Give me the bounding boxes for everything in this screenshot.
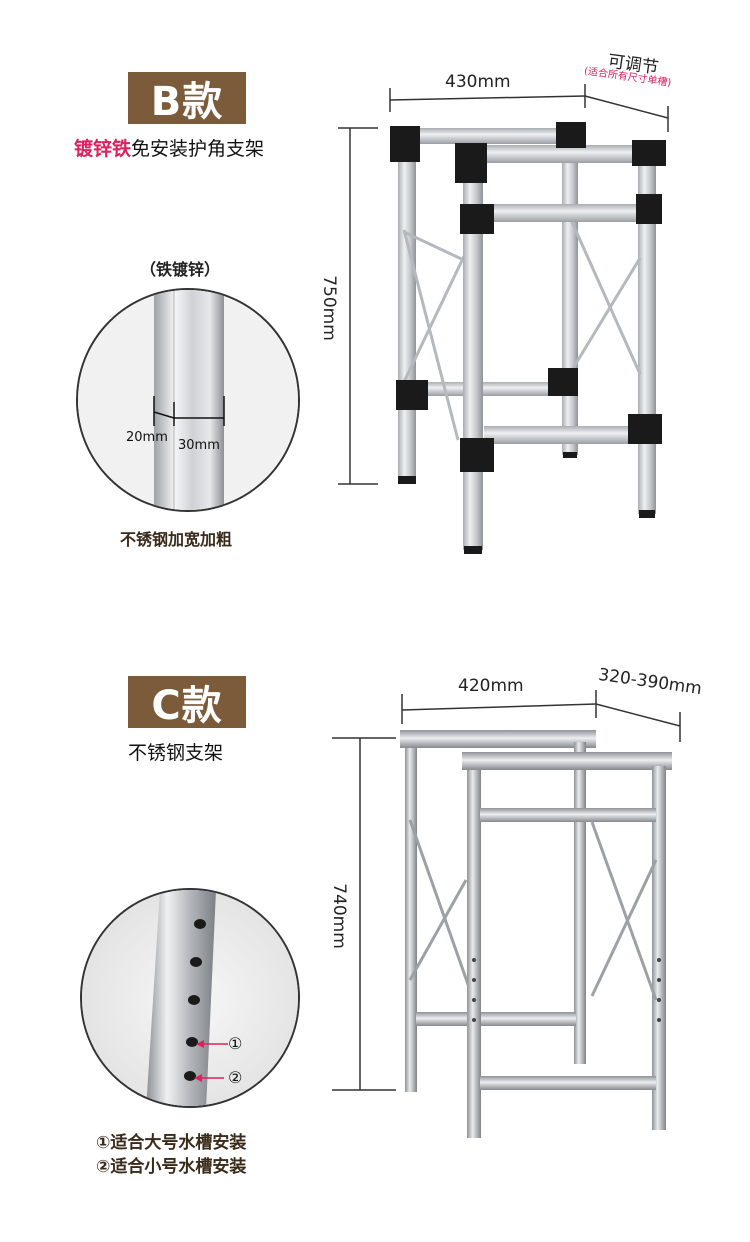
section-b-tube-zoom-circle: 20mm 30mm <box>76 288 300 512</box>
section-c-caption-2: ②适合小号水槽安装 <box>96 1157 247 1177</box>
section-b-frame-illustration <box>390 122 666 554</box>
section-c-hole-label-1: ① <box>228 1034 243 1053</box>
section-c-width-label: 420mm <box>458 676 524 696</box>
section-b-badge: B款 <box>128 72 246 125</box>
section-b-material-label: （铁镀锌） <box>140 260 221 279</box>
section-c-badge: C款 <box>128 676 246 729</box>
section-b-dimension-lines <box>338 84 669 485</box>
section-b-subtitle-rest: 免安装护角支架 <box>131 138 265 160</box>
section-b-subtitle: 镀锌铁免安装护角支架 <box>74 134 264 161</box>
section-b-tube-image <box>78 290 298 510</box>
section-c-hole-label-2: ② <box>228 1068 243 1087</box>
section-b-tube-width-label: 30mm <box>178 438 220 453</box>
section-c-subtitle: 不锈钢支架 <box>128 742 224 764</box>
section-c-caption-1: ①适合大号水槽安装 <box>96 1133 247 1153</box>
section-c-tube-image <box>82 890 298 1106</box>
section-b-caption: 不锈钢加宽加粗 <box>120 530 233 549</box>
section-c-tube-zoom-circle: ① ② <box>80 888 300 1108</box>
section-b-subtitle-highlight: 镀锌铁 <box>74 138 132 160</box>
section-b-tube-depth-label: 20mm <box>126 430 168 445</box>
section-b-width-label: 430mm <box>445 72 511 92</box>
